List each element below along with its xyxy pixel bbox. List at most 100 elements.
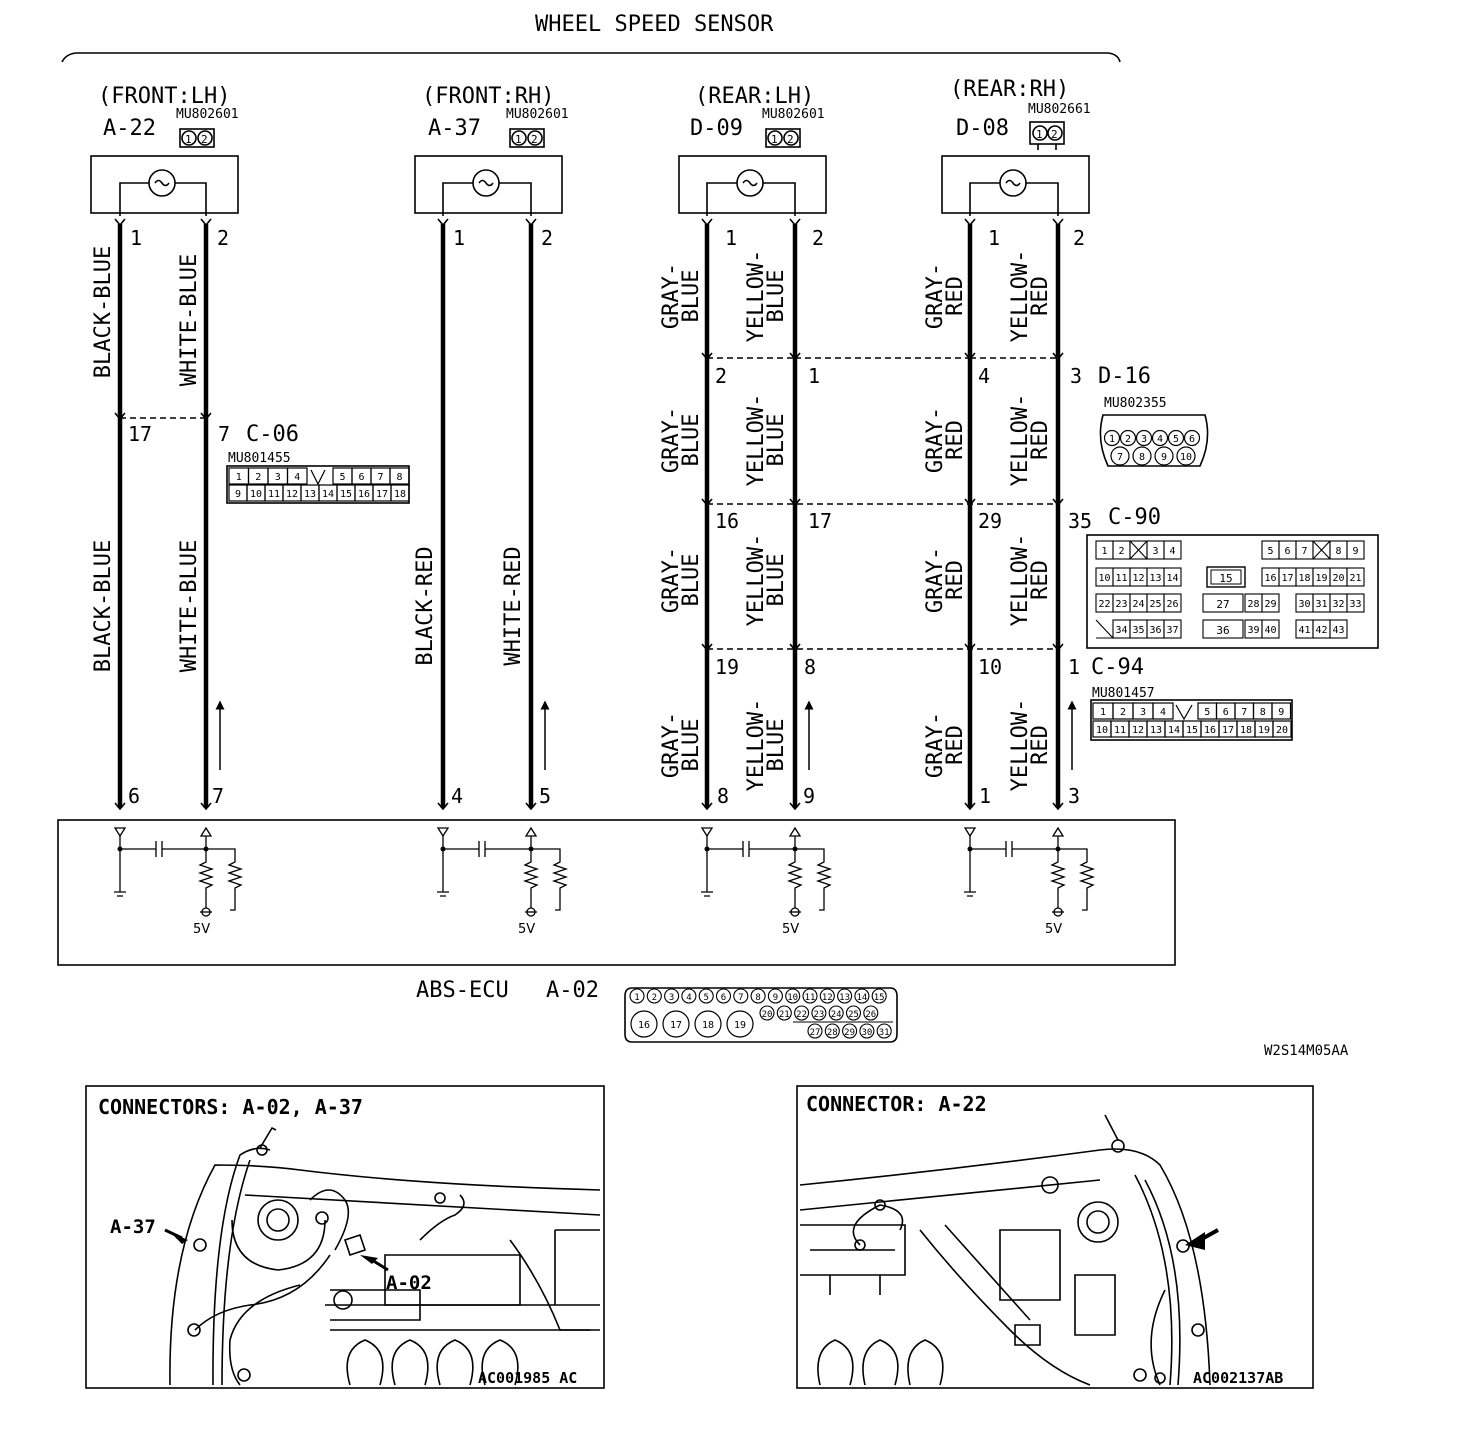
pin-cell [698, 988, 714, 1004]
svg-text:9: 9 [803, 784, 815, 808]
pin-label: 30 [1298, 599, 1310, 610]
svg-text:2: 2 [531, 133, 538, 146]
pin-cell [824, 1023, 840, 1039]
ecu-supply-label: 5V [1045, 922, 1062, 937]
svg-text:RED: RED [1028, 420, 1053, 460]
wire-color-labels: BLACK-BLUE WHITE-BLUE BLACK-BLUE WHITE-B… [91, 246, 526, 672]
junction-name: C-94 [1091, 655, 1144, 680]
pin-label: 10 [787, 993, 798, 1003]
title-bracket [61, 52, 1121, 63]
pin-label: 6 [721, 993, 726, 1003]
svg-text:7: 7 [212, 784, 224, 808]
ecu-supply-label: 5V [782, 922, 799, 937]
pin-cell [1103, 429, 1121, 447]
svg-text:1: 1 [979, 784, 991, 808]
pin-label: 7 [1117, 452, 1123, 463]
sensor-connector-id: D-09 [690, 116, 743, 141]
wires [114, 218, 1064, 811]
pin-label: 18 [702, 1020, 714, 1031]
svg-text:BLUE: BLUE [679, 270, 704, 323]
svg-text:35: 35 [1068, 509, 1092, 533]
pin-label: 34 [1115, 625, 1127, 636]
pin-cell [681, 988, 697, 1004]
pin-label: 1 [634, 993, 639, 1003]
pin-label: 18 [1240, 725, 1252, 736]
pin-cell [1346, 593, 1365, 613]
svg-text:2: 2 [715, 364, 727, 388]
pin-label: 43 [1332, 625, 1344, 636]
svg-text:17: 17 [128, 422, 152, 446]
svg-text:1: 1 [808, 364, 820, 388]
pin-label: 9 [773, 993, 778, 1003]
svg-text:YELLOW-: YELLOW- [1008, 699, 1033, 792]
ecu-supply-label: 5V [518, 922, 535, 937]
svg-text:8: 8 [717, 784, 729, 808]
pin-label: 9 [1352, 546, 1358, 557]
pin-label: 8 [396, 472, 402, 483]
photo-label: A-37 [110, 1216, 156, 1238]
svg-text:BLUE: BLUE [679, 719, 704, 772]
photo-connectors-a02-a37: CONNECTORS: A-02, A-37 A-37 [85, 1085, 605, 1389]
pin-label: 22 [1098, 599, 1110, 610]
pin-label: 11 [268, 489, 280, 500]
svg-text:GRAY-: GRAY- [923, 407, 948, 473]
pin-cell [750, 988, 766, 1004]
pin-cell [286, 467, 308, 485]
wire-color-labels-rear: GRAY-BLUE GRAY-BLUE GRAY-BLUE GRAY-BLUE … [659, 250, 1053, 792]
pin-label: 21 [1349, 573, 1361, 584]
pin-label: 8 [1335, 546, 1341, 557]
svg-text:4: 4 [451, 784, 463, 808]
svg-text:2: 2 [1073, 226, 1085, 250]
svg-text:8: 8 [804, 655, 816, 679]
pin-cell [664, 988, 680, 1004]
pin-label: 10 [1180, 452, 1192, 463]
pin-label: 24 [831, 1010, 842, 1020]
pin-label: 6 [1284, 546, 1290, 557]
pin-cell [390, 484, 410, 502]
svg-text:1: 1 [1036, 128, 1043, 141]
photo-arrow-icon [1185, 1228, 1219, 1250]
photo-connector-a22: CONNECTOR: A-22 AC002137AB [796, 1085, 1314, 1389]
pin-cell [1167, 429, 1185, 447]
pin-cell [726, 1010, 754, 1038]
pin-cell [662, 1010, 690, 1038]
pin-label: 10 [1096, 725, 1108, 736]
pin-label: 17 [1281, 573, 1293, 584]
ecu-connector-id: A-02 [546, 978, 599, 1003]
pin-cell [1135, 429, 1153, 447]
pin-cell [1346, 540, 1365, 560]
svg-text:YELLOW-: YELLOW- [744, 394, 769, 487]
pin-cell [811, 1005, 827, 1021]
pin-label: 31 [879, 1028, 890, 1038]
pin-cell [1202, 619, 1244, 639]
wire-label: BLACK-RED [413, 546, 438, 665]
pin-label: 17 [1222, 725, 1234, 736]
pin-cell [1154, 446, 1174, 466]
pin-cell [1163, 567, 1182, 587]
pin-cell [1346, 567, 1365, 587]
pin-label: 11 [1114, 725, 1126, 736]
svg-text:BLUE: BLUE [764, 554, 789, 607]
pin-cell [694, 1010, 722, 1038]
svg-text:3: 3 [1070, 364, 1082, 388]
photo-arrow-icon [164, 1228, 188, 1244]
sensor-body [941, 155, 1090, 214]
pin-label: 39 [1247, 625, 1259, 636]
pin-cell [1151, 429, 1169, 447]
svg-text:2: 2 [201, 133, 208, 146]
pin-label: 6 [1223, 707, 1229, 718]
pin-label: 16 [638, 1020, 650, 1031]
pin-label: 20 [762, 1010, 773, 1020]
photo-code: AC001985 AC [478, 1369, 577, 1387]
pin-cell [389, 467, 410, 485]
pin-label: 1 [1101, 546, 1107, 557]
pin-label: 15 [340, 489, 352, 500]
svg-text:YELLOW-: YELLOW- [1008, 394, 1033, 487]
wire-label: WHITE-BLUE [177, 254, 202, 386]
svg-text:3: 3 [1068, 784, 1080, 808]
